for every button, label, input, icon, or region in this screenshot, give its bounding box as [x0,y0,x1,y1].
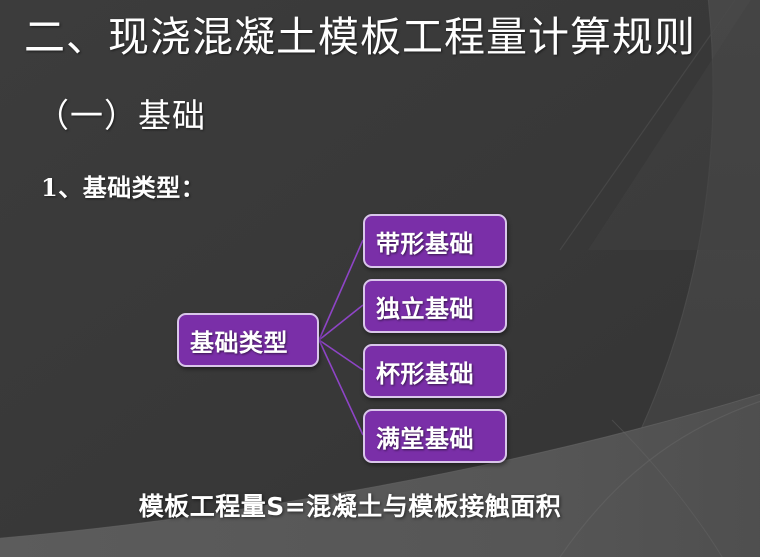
diagram-node-root-label: 基础类型 [190,328,288,357]
diagram-node-isolated-foundation[interactable]: 独立基础 [363,279,507,333]
list-item-heading: 1、基础类型： [41,173,206,202]
diagram-node-cup-foundation[interactable]: 杯形基础 [363,344,507,398]
formula-text: 模板工程量S=混凝土与模板接触面积 [138,492,562,521]
diagram-node-isolated-foundation-label: 独立基础 [376,294,474,323]
diagram-node-strip-foundation[interactable]: 带形基础 [363,214,507,268]
diagram-node-raft-foundation-label: 满堂基础 [376,424,474,453]
section-subtitle: （一）基础 [36,96,206,135]
diagram-node-raft-foundation[interactable]: 满堂基础 [363,409,507,463]
diagram-node-strip-foundation-label: 带形基础 [376,229,474,258]
diagram-node-cup-foundation-label: 杯形基础 [376,359,474,388]
page-title: 二、现浇混凝土模板工程量计算规则 [24,13,696,61]
diagram-node-root[interactable]: 基础类型 [177,313,319,367]
